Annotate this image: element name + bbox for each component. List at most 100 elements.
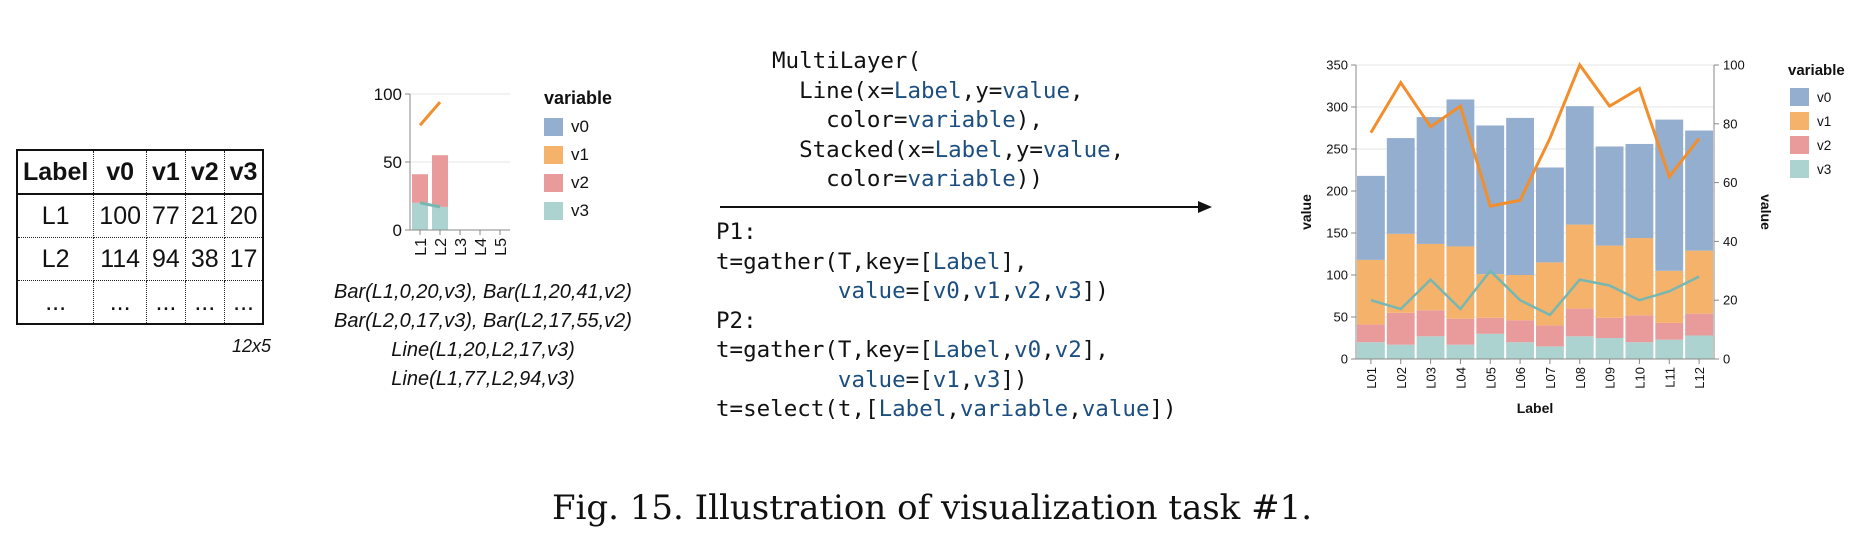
code-keyword: value	[837, 366, 906, 393]
table-cell: 17	[223, 237, 264, 281]
x-tick-label: L4	[473, 238, 490, 256]
table-shape-label: 12x5	[232, 336, 272, 356]
y-right-tick-label: 20	[1723, 293, 1737, 308]
bar-v3-L11	[1655, 339, 1684, 359]
x-tick-label: L1	[413, 238, 430, 256]
y-tick-label: 0	[393, 221, 402, 240]
arrow	[720, 201, 1212, 213]
mini-legend-title: variable	[544, 88, 613, 108]
table-row: ...............	[16, 280, 264, 325]
bar-v0-L08	[1565, 106, 1594, 225]
bar-v2-L2	[432, 155, 448, 207]
bar-v1-L09	[1595, 245, 1624, 318]
bar-v3-L04	[1446, 344, 1475, 359]
bar-v2-L02	[1386, 312, 1415, 345]
code-line: P1:	[716, 219, 757, 245]
bar-v3-L01	[1357, 342, 1385, 359]
code-keyword: v3	[1054, 278, 1082, 304]
y-tick-label: 150	[1326, 226, 1348, 241]
bar-v0-L10	[1625, 143, 1654, 239]
legend-swatch	[1790, 88, 1809, 106]
x-tick-label: L04	[1453, 367, 1468, 389]
x-tick-label: L08	[1573, 367, 1588, 389]
legend-swatch	[544, 174, 563, 192]
code-line: t=gather(T,key=[Label],	[716, 248, 1028, 275]
legend-item-v1: v1	[544, 145, 589, 165]
code-keyword: value	[1002, 77, 1071, 104]
bar-v1-L04	[1446, 246, 1475, 319]
bar-v0-L09	[1595, 146, 1624, 246]
bar-v0-L01	[1357, 175, 1385, 260]
bar-v2-L04	[1446, 318, 1475, 345]
x-tick-label: L03	[1424, 367, 1439, 389]
bar-v3-L1	[412, 202, 428, 230]
y-tick-label: 100	[374, 85, 402, 104]
code-keyword: Label	[932, 337, 1001, 363]
legend-label: v3	[1817, 161, 1832, 177]
table-header-cell: v2	[184, 149, 225, 195]
code-keyword: Label	[932, 248, 1001, 275]
code-line: color=variable),	[772, 107, 1043, 133]
line-v3	[1370, 268, 1700, 317]
y-tick-label: 350	[1326, 58, 1348, 73]
table-cell: 77	[146, 193, 186, 238]
bar-v2-L03	[1416, 310, 1445, 337]
code-line: P2:	[716, 307, 757, 334]
bar-v2-L06	[1506, 320, 1534, 343]
x-tick-label: L01	[1364, 367, 1379, 389]
y-tick-label: 300	[1326, 100, 1348, 115]
bar-v2-L1	[412, 174, 428, 203]
code-line: t=gather(T,key=[Label,v0,v2],	[716, 337, 1109, 363]
y-right-tick-label: 0	[1723, 352, 1730, 367]
table-cell: 21	[184, 193, 225, 238]
bar-v1-L06	[1506, 275, 1534, 321]
x-tick-label: L2	[433, 238, 450, 256]
visualization-program: MultiLayer( Line(x=Label,y=value, color=…	[772, 47, 1124, 195]
table-cell: L2	[16, 237, 95, 281]
primitive-line: Line(L1,20,L2,17,v3)	[391, 339, 575, 361]
y-tick-label: 100	[1326, 268, 1348, 283]
primitive-line: Bar(L1,0,20,v3), Bar(L1,20,41,v2)	[334, 281, 632, 303]
y-right-axis-label: value	[1758, 194, 1774, 230]
y-tick-label: 0	[1341, 352, 1348, 367]
table-cell: L1	[16, 193, 95, 238]
table-cell: 20	[223, 193, 264, 238]
legend-label: v2	[571, 173, 589, 192]
legend-swatch	[1790, 160, 1809, 178]
bar-v2-L05	[1476, 317, 1505, 334]
bar-v2-L12	[1685, 313, 1713, 336]
table-cell: 114	[93, 237, 148, 281]
bar-v3-L09	[1595, 338, 1624, 359]
x-tick-label: L02	[1394, 367, 1409, 389]
table-cell: 94	[146, 237, 186, 281]
legend-item-v2: v2	[1790, 136, 1831, 154]
legend-item-v2: v2	[544, 173, 589, 193]
bar-v0-L07	[1536, 167, 1564, 263]
code-line: MultiLayer(	[772, 48, 922, 74]
line-v3	[419, 201, 441, 209]
x-axis-label: Label	[1517, 400, 1554, 416]
code-line: color=variable))	[772, 166, 1043, 192]
bar-v3-L05	[1476, 333, 1505, 359]
legend-swatch	[544, 118, 563, 136]
code-keyword: value	[1042, 136, 1111, 163]
x-tick-label: L3	[453, 238, 470, 256]
y-right-tick-label: 60	[1723, 175, 1737, 190]
y-tick-label: 200	[1326, 184, 1348, 199]
bar-v3-L07	[1536, 346, 1564, 359]
y-axis-label: value	[1298, 194, 1314, 230]
y-tick-label: 50	[1334, 310, 1348, 325]
code-keyword: v0	[932, 278, 960, 304]
table-header-cell: v0	[93, 149, 148, 195]
code-keyword: value	[1081, 396, 1150, 422]
table-header-cell: v3	[223, 149, 264, 195]
code-line: t=select(t,[Label,variable,value])	[716, 396, 1177, 422]
bar-v0-L03	[1416, 117, 1445, 244]
legend-label: v3	[571, 201, 589, 220]
legend-label: v1	[571, 145, 589, 164]
